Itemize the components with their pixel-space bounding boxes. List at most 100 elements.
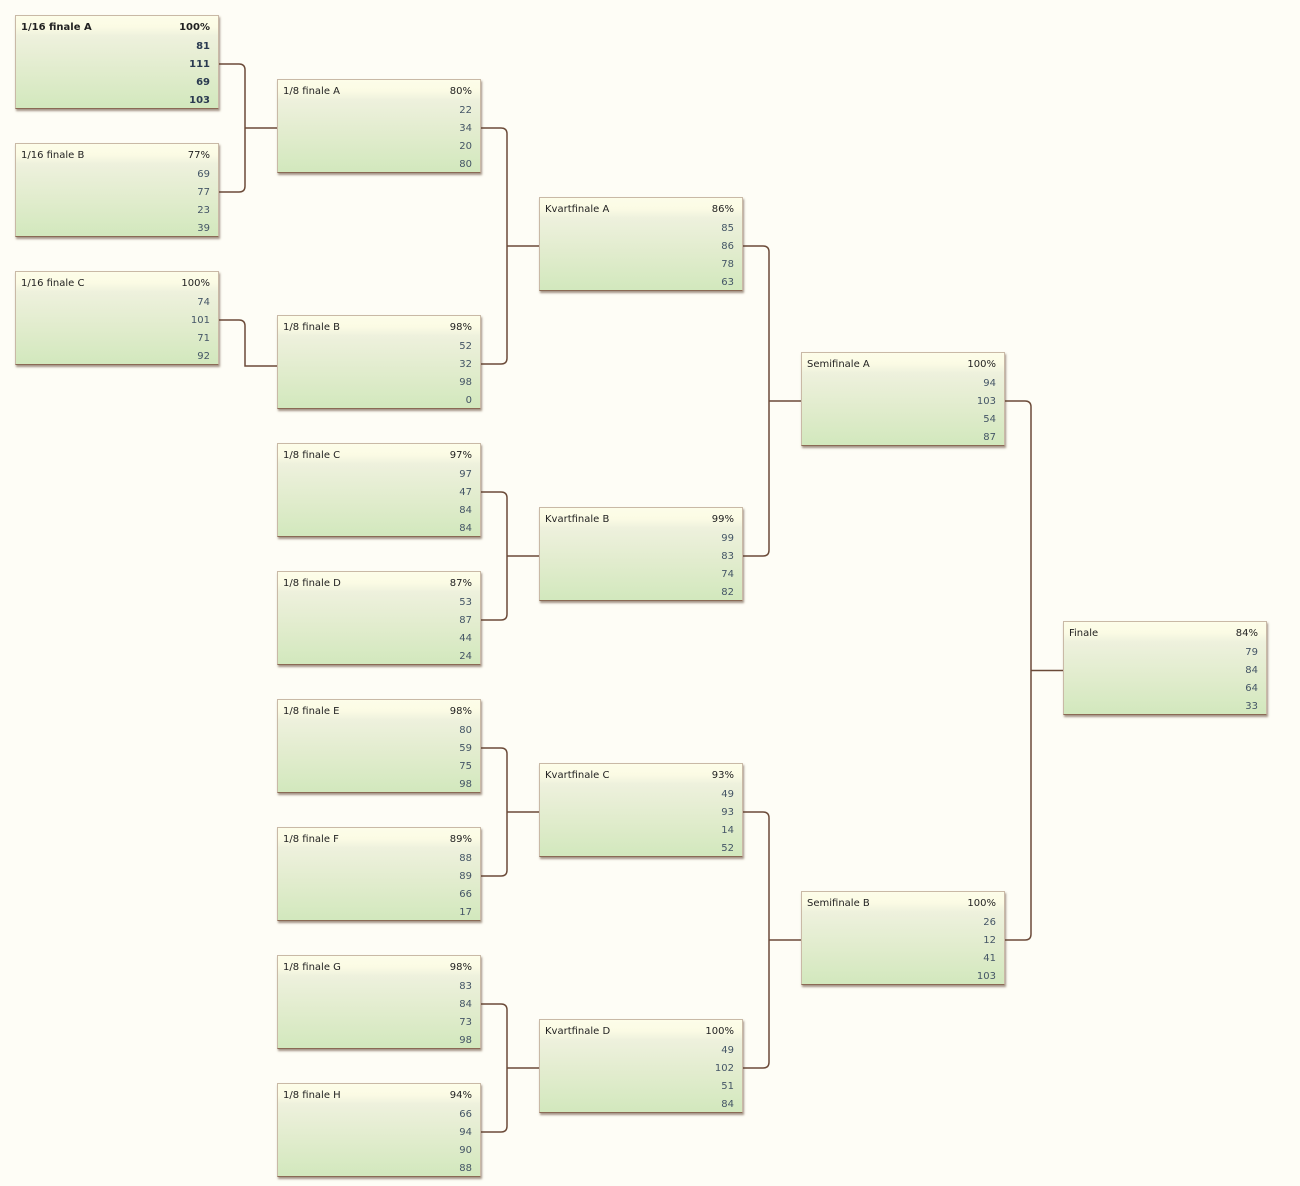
match-card-1-8-finale-e[interactable]: 1/8 finale E 98% 80 59 75 98 bbox=[277, 699, 481, 793]
match-percent: 100% bbox=[179, 22, 210, 33]
score-value: 83 bbox=[459, 981, 472, 992]
score-value: 93 bbox=[721, 807, 734, 818]
score-value: 103 bbox=[189, 95, 210, 106]
match-header: Kvartfinale B 99% bbox=[540, 508, 742, 528]
score-value: 53 bbox=[459, 597, 472, 608]
match-header: Kvartfinale C 93% bbox=[540, 764, 742, 784]
score-value: 111 bbox=[189, 59, 210, 70]
match-title: 1/8 finale H bbox=[283, 1090, 341, 1101]
score-value: 69 bbox=[197, 169, 210, 180]
score-value: 81 bbox=[196, 41, 210, 52]
match-title: Finale bbox=[1069, 628, 1099, 639]
score-value: 52 bbox=[459, 341, 472, 352]
match-header: 1/8 finale H 94% bbox=[278, 1084, 480, 1104]
score-value: 51 bbox=[721, 1081, 734, 1092]
score-value: 47 bbox=[459, 487, 472, 498]
score-value: 102 bbox=[714, 1063, 734, 1074]
match-title: 1/8 finale G bbox=[283, 962, 341, 973]
score-value: 83 bbox=[721, 551, 734, 562]
match-title: 1/16 finale C bbox=[21, 278, 85, 289]
match-header: 1/16 finale A 100% bbox=[16, 16, 218, 36]
score-value: 22 bbox=[459, 105, 472, 116]
bracket-connector-line bbox=[218, 319, 277, 367]
score-value: 80 bbox=[459, 725, 472, 736]
score-value: 26 bbox=[983, 917, 996, 928]
score-value: 85 bbox=[721, 223, 734, 234]
score-value: 98 bbox=[459, 377, 472, 388]
match-percent: 99% bbox=[711, 514, 734, 525]
match-card-1-16-finale-a[interactable]: 1/16 finale A 100% 81 111 69 103 bbox=[15, 15, 219, 109]
score-value: 75 bbox=[459, 761, 472, 772]
score-value: 98 bbox=[459, 779, 472, 790]
score-value: 49 bbox=[721, 789, 734, 800]
score-value: 84 bbox=[1245, 665, 1258, 676]
match-percent: 87% bbox=[449, 578, 472, 589]
score-value: 69 bbox=[196, 77, 210, 88]
score-value: 94 bbox=[459, 1127, 472, 1138]
score-value: 79 bbox=[1245, 647, 1258, 658]
match-header: 1/16 finale C 100% bbox=[16, 272, 218, 292]
score-value: 33 bbox=[1245, 701, 1258, 712]
bracket-connector-line bbox=[480, 1003, 508, 1133]
match-percent: 100% bbox=[181, 278, 210, 289]
score-value: 59 bbox=[459, 743, 472, 754]
match-title: Kvartfinale B bbox=[545, 514, 610, 525]
match-percent: 77% bbox=[187, 150, 210, 161]
score-value: 66 bbox=[459, 889, 472, 900]
match-percent: 94% bbox=[449, 1090, 472, 1101]
score-value: 64 bbox=[1245, 683, 1258, 694]
score-value: 17 bbox=[459, 907, 472, 918]
score-value: 80 bbox=[459, 159, 472, 170]
match-percent: 100% bbox=[967, 898, 996, 909]
match-title: 1/8 finale E bbox=[283, 706, 340, 717]
score-value: 66 bbox=[459, 1109, 472, 1120]
score-value: 54 bbox=[983, 414, 996, 425]
score-value: 71 bbox=[197, 333, 210, 344]
bracket-connector-line bbox=[480, 491, 508, 621]
match-percent: 93% bbox=[711, 770, 734, 781]
score-value: 39 bbox=[197, 223, 210, 234]
score-value: 97 bbox=[459, 469, 472, 480]
match-percent: 98% bbox=[449, 322, 472, 333]
match-percent: 98% bbox=[449, 706, 472, 717]
score-value: 63 bbox=[721, 277, 734, 288]
bracket-connector-line bbox=[742, 245, 770, 557]
score-value: 23 bbox=[197, 205, 210, 216]
match-title: 1/8 finale A bbox=[283, 86, 340, 97]
score-value: 73 bbox=[459, 1017, 472, 1028]
score-value: 24 bbox=[459, 651, 472, 662]
score-value: 0 bbox=[465, 395, 472, 406]
bracket-connector-line bbox=[480, 127, 508, 365]
match-title: 1/16 finale A bbox=[21, 22, 92, 33]
match-title: Kvartfinale C bbox=[545, 770, 610, 781]
score-value: 84 bbox=[459, 505, 472, 516]
score-value: 20 bbox=[459, 141, 472, 152]
match-title: Semifinale A bbox=[807, 359, 870, 370]
score-value: 87 bbox=[459, 615, 472, 626]
bracket-connector-line bbox=[1004, 400, 1032, 941]
score-value: 49 bbox=[721, 1045, 734, 1056]
match-percent: 100% bbox=[705, 1026, 734, 1037]
